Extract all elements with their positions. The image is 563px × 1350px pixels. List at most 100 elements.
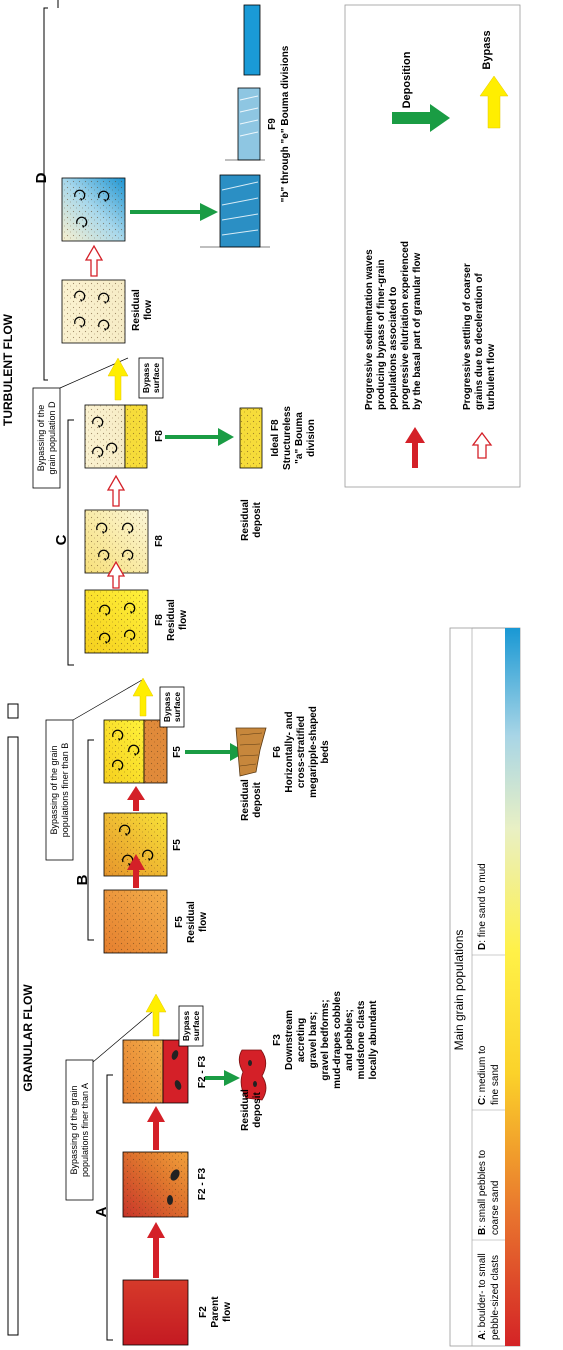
svg-text:flow: flow bbox=[143, 300, 154, 320]
svg-text:Bypassing of the grain: Bypassing of the grain bbox=[49, 745, 59, 834]
svg-text:producing bypass of finer-grai: producing bypass of finer-grain bbox=[376, 259, 387, 410]
turbulent-flow-heading: TURBULENT FLOW bbox=[1, 313, 15, 426]
label-parent-flow: F2 Parent flow bbox=[198, 1296, 233, 1328]
svg-text:populations associated to: populations associated to bbox=[388, 287, 399, 410]
stage-brackets bbox=[43, 7, 113, 1341]
svg-text:progressive elutriation experi: progressive elutriation experienced bbox=[400, 241, 411, 410]
f6-deposit-figure bbox=[235, 727, 267, 777]
residual-deposit-c: Residual deposit bbox=[240, 499, 263, 541]
svg-text:deposit: deposit bbox=[252, 782, 263, 818]
label-f8-2: F8 bbox=[154, 430, 165, 442]
svg-text:coarse sand: coarse sand bbox=[490, 1181, 501, 1235]
legend-green-arrow bbox=[392, 104, 450, 132]
label-f2-f3-1: F2 - F3 bbox=[197, 1167, 208, 1200]
svg-text:F3: F3 bbox=[272, 1034, 283, 1046]
label-f5-2: F5 bbox=[172, 746, 183, 758]
f9-description: F9 "b" through "e" Bouma divisions bbox=[267, 45, 291, 202]
grain-population-legend: Main grain populations A: boulder- to sm… bbox=[449, 627, 521, 1347]
svg-text:Bypass: Bypass bbox=[141, 363, 151, 394]
svg-text:fine sand: fine sand bbox=[490, 1064, 501, 1105]
svg-text:Bypass: Bypass bbox=[181, 1011, 191, 1042]
svg-text:Horizontally- and: Horizontally- and bbox=[284, 711, 295, 792]
legend-hollow-arrow bbox=[471, 431, 493, 459]
yellow-bypass-arrows bbox=[107, 357, 167, 1037]
svg-text:surface: surface bbox=[191, 1011, 201, 1042]
bypass-note-a: Bypassing of the grain populations finer… bbox=[65, 1011, 153, 1201]
svg-text:Residual: Residual bbox=[240, 779, 251, 821]
svg-text:Parent: Parent bbox=[210, 1296, 221, 1328]
bypass-surface-box-a bbox=[178, 1005, 204, 1047]
box-parent-flow bbox=[122, 1279, 189, 1346]
hollow-settling-arrows bbox=[84, 244, 126, 589]
svg-text:Residual: Residual bbox=[240, 499, 251, 541]
svg-text:Downstream: Downstream bbox=[284, 1010, 295, 1070]
residual-deposit-a: Residual deposit bbox=[240, 1089, 263, 1131]
svg-text:flow: flow bbox=[198, 912, 209, 932]
stage-c-label: C bbox=[53, 534, 70, 545]
svg-text:by the basal part of granular: by the basal part of granular flow bbox=[412, 253, 423, 410]
svg-text:locally abundant: locally abundant bbox=[368, 1000, 379, 1080]
legend-item-b: B: small pebbles to bbox=[477, 1150, 488, 1235]
residual-deposit-b: Residual deposit bbox=[240, 779, 263, 821]
green-deposition-arrows bbox=[130, 203, 246, 1086]
legend-bypass-label: Bypass bbox=[481, 30, 493, 69]
svg-text:F8: F8 bbox=[154, 614, 165, 626]
svg-text:"b" through "e" Bouma division: "b" through "e" Bouma divisions bbox=[280, 45, 291, 202]
svg-text:Residual: Residual bbox=[131, 289, 142, 331]
svg-text:Residual: Residual bbox=[166, 599, 177, 641]
bypass-note-b: Bypassing of the grain populations finer… bbox=[45, 679, 143, 861]
svg-text:surface: surface bbox=[151, 363, 161, 394]
label-f8-residual-flow: F8 Residual flow bbox=[154, 599, 189, 641]
legend-deposition-label: Deposition bbox=[401, 51, 413, 108]
stage-d-label: D bbox=[33, 172, 50, 183]
legend-item-c: C: medium to bbox=[477, 1045, 488, 1105]
svg-text:Ideal F8: Ideal F8 bbox=[270, 419, 281, 457]
bypass-surface-box-c bbox=[138, 357, 164, 399]
svg-text:accreting: accreting bbox=[296, 1018, 307, 1062]
svg-text:grains due to deceleration of: grains due to deceleration of bbox=[474, 273, 485, 410]
svg-text:gravel bars;: gravel bars; bbox=[308, 1012, 319, 1069]
f8-deposit-figure bbox=[239, 407, 263, 469]
f8-description: Ideal F8 Structureless "a" Bouma divisio… bbox=[270, 406, 317, 470]
svg-text:division: division bbox=[306, 419, 317, 457]
svg-text:grain population D: grain population D bbox=[47, 401, 57, 475]
stage-a-label: A bbox=[93, 1206, 110, 1217]
legend-red-arrow bbox=[405, 427, 425, 468]
legend-item-a: A: boulder- to small bbox=[477, 1253, 488, 1340]
svg-text:populations finer than B: populations finer than B bbox=[60, 743, 70, 838]
red-arrows bbox=[127, 786, 165, 1278]
svg-text:and pebbles;: and pebbles; bbox=[344, 1009, 355, 1071]
legend-title: Main grain populations bbox=[452, 930, 466, 1051]
granular-frame-bar bbox=[7, 736, 19, 1336]
svg-text:beds: beds bbox=[320, 740, 331, 764]
svg-text:Residual: Residual bbox=[240, 1089, 251, 1131]
svg-text:F6: F6 bbox=[272, 746, 283, 758]
svg-text:Residual: Residual bbox=[186, 901, 197, 943]
svg-text:Progressive settling of coarse: Progressive settling of coarser bbox=[462, 263, 473, 410]
frame-marker bbox=[7, 703, 19, 719]
f6-description: F6 Horizontally- and cross-stratified me… bbox=[272, 706, 331, 798]
arrow-legend: Progressive sedimentation waves producin… bbox=[344, 4, 521, 488]
legend-item-d: D: fine sand to mud bbox=[477, 863, 488, 950]
svg-text:Bypassing of the grain: Bypassing of the grain bbox=[69, 1085, 79, 1174]
svg-text:Structureless: Structureless bbox=[282, 406, 293, 470]
svg-text:deposit: deposit bbox=[252, 502, 263, 538]
svg-text:F2: F2 bbox=[198, 1306, 209, 1318]
bypass-surface-box-b bbox=[159, 686, 185, 728]
svg-text:mud-drapes cobbles: mud-drapes cobbles bbox=[332, 991, 343, 1089]
svg-text:megaripple-shaped: megaripple-shaped bbox=[308, 706, 319, 798]
stage-b-label: B bbox=[74, 874, 91, 885]
svg-text:F9: F9 bbox=[267, 118, 278, 130]
svg-text:Bypassing of the: Bypassing of the bbox=[36, 405, 46, 472]
svg-text:"a" Bouma: "a" Bouma bbox=[294, 412, 305, 464]
svg-text:Bypass: Bypass bbox=[162, 692, 172, 723]
label-residual-flow-d: Residual flow bbox=[131, 289, 154, 331]
granular-flow-heading: GRANULAR FLOW bbox=[21, 984, 35, 1092]
label-f2-f3-2: F2 - F3 bbox=[197, 1055, 208, 1088]
label-f5-residual-flow: F5 Residual flow bbox=[174, 901, 209, 943]
svg-text:gravel bedforms;: gravel bedforms; bbox=[320, 999, 331, 1080]
svg-text:F5: F5 bbox=[174, 916, 185, 928]
svg-text:pebble-sized clasts: pebble-sized clasts bbox=[490, 1255, 501, 1340]
